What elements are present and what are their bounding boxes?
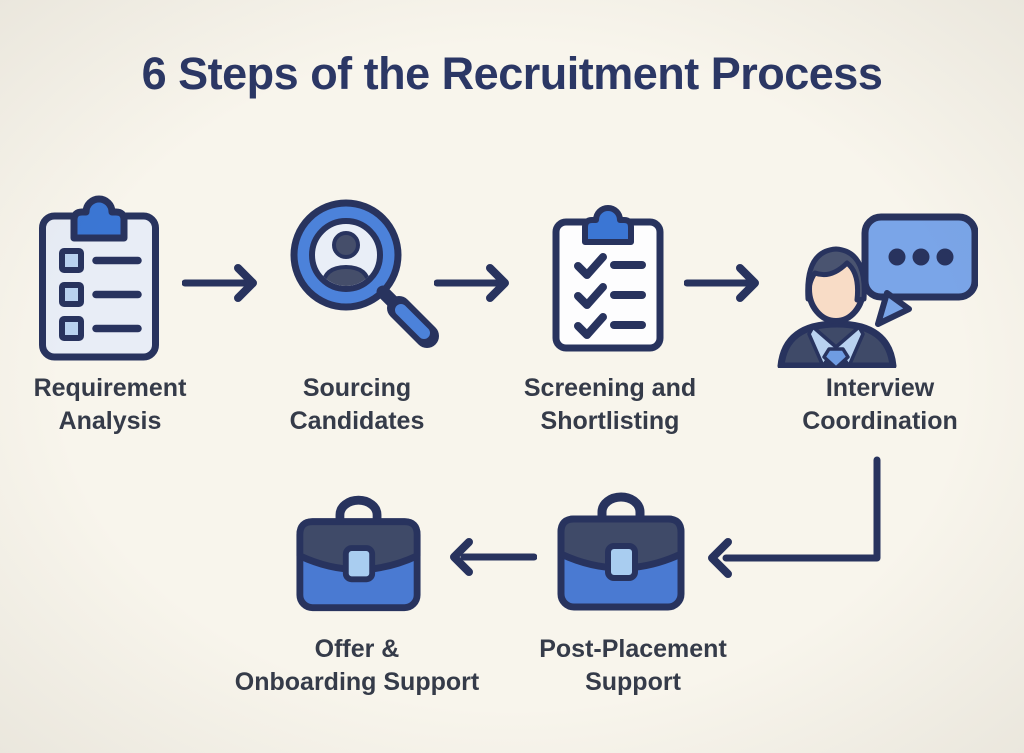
- step-label-requirement-analysis: Requirement Analysis: [10, 372, 210, 438]
- arrow-right-icon: [684, 264, 759, 302]
- step-label-sourcing-candidates: Sourcing Candidates: [257, 372, 457, 438]
- magnifier-candidate-icon: [290, 199, 439, 348]
- arrow-elbow-down-left-icon: [708, 456, 881, 578]
- label-line: Onboarding Support: [234, 668, 480, 696]
- interviewer-figure: [777, 246, 897, 368]
- briefcase-postplacement-icon: [557, 492, 685, 611]
- label-line: Support: [585, 668, 681, 696]
- step-label-interview-coordination: Interview Coordination: [770, 372, 990, 438]
- interviewer-chat-icon: [777, 213, 978, 368]
- label-line: Requirement: [33, 374, 187, 402]
- arrow-right-icon: [434, 264, 509, 302]
- arrow-left-icon: [450, 538, 537, 576]
- checkbox-rows: [59, 248, 142, 341]
- label-line: Shortlisting: [540, 407, 680, 435]
- label-line: Screening and: [523, 374, 697, 402]
- label-line: Sourcing: [302, 374, 412, 402]
- speech-bubble-icon: [861, 213, 978, 327]
- clipboard-check-icon: [552, 205, 664, 352]
- step-label-offer-onboarding: Offer & Onboarding Support: [207, 633, 507, 699]
- label-line: Analysis: [58, 407, 162, 435]
- page-title: 6 Steps of the Recruitment Process: [141, 48, 883, 99]
- label-line: Coordination: [802, 407, 958, 435]
- label-line: Offer &: [314, 635, 400, 663]
- check-rows: [574, 253, 646, 339]
- clipboard-list-icon: [39, 195, 159, 361]
- step-label-screening-shortlisting: Screening and Shortlisting: [470, 372, 750, 438]
- label-line: Interview: [825, 374, 935, 402]
- label-line: Candidates: [289, 407, 425, 435]
- label-line: Post-Placement: [539, 635, 727, 663]
- briefcase-offer-icon: [296, 495, 421, 612]
- arrow-right-icon: [182, 264, 257, 302]
- step-label-post-placement: Post-Placement Support: [498, 633, 768, 699]
